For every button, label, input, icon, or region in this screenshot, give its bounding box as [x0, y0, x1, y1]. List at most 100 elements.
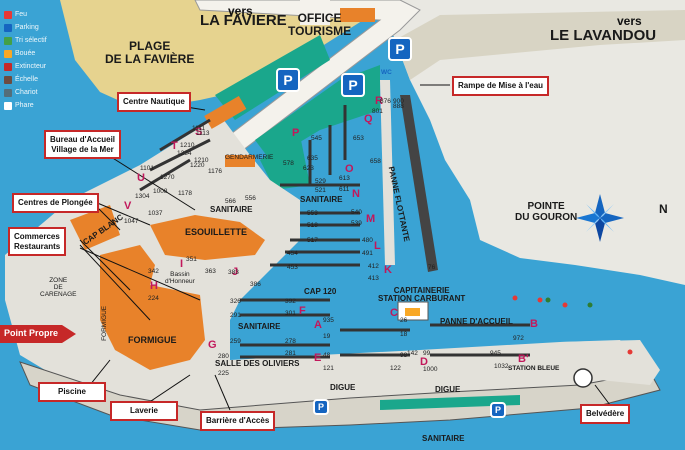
- legend-item-parking: Parking: [4, 21, 54, 34]
- legend-item-echelle: Échelle: [4, 73, 54, 86]
- berth-number: 121: [323, 365, 334, 372]
- pontoon-label-r: R: [375, 95, 383, 107]
- berth-number: 539: [351, 220, 362, 227]
- road-office: [300, 0, 330, 25]
- berth-number: 518: [307, 222, 318, 229]
- berth-number: 611: [339, 186, 350, 193]
- legend-swatch-chariot: [4, 88, 12, 97]
- buoys: [512, 295, 633, 355]
- legend-swatch-feu: [4, 10, 12, 19]
- berth-number: 383: [228, 269, 239, 276]
- berth-number: 623: [303, 165, 314, 172]
- legend-item-tri: Tri sélectif: [4, 34, 54, 47]
- digue-end: [560, 340, 660, 385]
- berth-number: 413: [368, 275, 379, 282]
- berth-number: 801: [372, 108, 383, 115]
- berth-number: 1008: [153, 188, 168, 195]
- pontoon-label-j: J: [232, 266, 239, 278]
- land-gouron: [380, 0, 685, 285]
- berth-number: 225: [218, 370, 229, 377]
- esquillette-label: ESOUILLETTE: [185, 227, 248, 237]
- berth-number: 280: [218, 353, 229, 360]
- berth-number: 281: [285, 350, 296, 357]
- pontoon-label-l: L: [374, 240, 381, 252]
- sanitaire-label-2: SANITAIRE: [238, 322, 281, 331]
- berth-number: 301: [285, 310, 296, 317]
- parking-area-3: [260, 135, 310, 190]
- zone-carenage-label: ZONE DE CARENAGE: [40, 277, 77, 298]
- berth-number: 392: [285, 298, 296, 305]
- building-cap-blanc: [70, 205, 120, 250]
- plage-faviere-label: PLAGE DE LA FAVIÈRE: [105, 39, 195, 66]
- berth-number: 1234: [177, 150, 192, 157]
- legend-swatch-parking: [4, 23, 12, 32]
- pontoon-label-g: G: [208, 339, 217, 351]
- pontoon-label-q: Q: [364, 113, 373, 125]
- callout-barriere: Barrière d'Accès: [200, 411, 276, 431]
- berth-number: 18: [400, 331, 408, 338]
- berth-number: 1270: [160, 174, 175, 181]
- berth-number: 1304: [135, 193, 150, 200]
- gendarmerie-label: GENDARMERIE: [225, 154, 274, 161]
- berth-number: 363: [205, 268, 216, 275]
- berth-number: 888: [393, 103, 404, 110]
- arrow-right-icon: [0, 325, 76, 343]
- parking-icon: P: [490, 402, 506, 418]
- la-faviere-label: LA FAVIERE: [200, 12, 287, 29]
- berth-number: 291: [230, 312, 241, 319]
- digue-label: DIGUE: [330, 383, 356, 392]
- legend-label: Extincteur: [15, 63, 47, 70]
- compass-rose: [576, 194, 624, 242]
- legend-item-extincteur: Extincteur: [4, 60, 54, 73]
- legend-label: Chariot: [15, 89, 38, 96]
- legend-swatch-extincteur: [4, 62, 12, 71]
- point-propre-arrow: Point Propre: [0, 323, 76, 345]
- salle-oliviers-label: SALLE DES OLIVIERS: [215, 359, 300, 368]
- pontoon-label-c: C: [390, 307, 398, 319]
- legend-swatch-echelle: [4, 75, 12, 84]
- berth-number: 259: [230, 338, 241, 345]
- legend-swatch-tri: [4, 36, 12, 45]
- wc-label: WC: [381, 69, 392, 76]
- legend-label: Échelle: [15, 76, 38, 83]
- pontoons: [139, 105, 530, 359]
- berth-number: 658: [370, 158, 381, 165]
- cap-120-label: CAP 120: [304, 287, 337, 296]
- berth-number: 480: [362, 237, 373, 244]
- parking-icon: P: [341, 73, 365, 97]
- berth-number: 556: [245, 195, 256, 202]
- callout-bureau-accueil: Bureau d'Accueil Village de la Mer: [44, 130, 122, 160]
- berth-number: 1210: [194, 157, 209, 164]
- legend-label: Tri sélectif: [15, 37, 47, 44]
- formigue-vertical-label: FORMIGUE: [101, 305, 109, 341]
- berth-number: 553: [307, 210, 318, 217]
- berth-number: 142: [407, 350, 418, 357]
- berth-number: 517: [307, 237, 318, 244]
- capitainerie-label: CAPITAINERIE STATION CARBURANT: [378, 286, 466, 304]
- pontoon-label-b-prime: B': [518, 353, 529, 365]
- berth-number: 521: [315, 187, 326, 194]
- pontoon-label-b: B: [530, 318, 538, 330]
- legend-label: Parking: [15, 24, 39, 31]
- callout-piscine: Piscine: [38, 382, 106, 402]
- green-buoys: [545, 297, 593, 308]
- pontoon-label-i: I: [180, 258, 184, 270]
- berth-number: 1111: [192, 125, 206, 132]
- berth-number: 453: [287, 264, 298, 271]
- legend-item-phare: Phare: [4, 99, 54, 112]
- berth-number: 900: [393, 98, 404, 105]
- berth-number: 98: [400, 352, 408, 359]
- berth-number: 454: [287, 250, 298, 257]
- pontoon-label-p: P: [292, 127, 300, 139]
- berth-number: 972: [513, 335, 524, 342]
- berth-number: 412: [368, 263, 379, 270]
- office-tourisme-label: OFFICE TOURISME: [288, 11, 352, 38]
- beach-faviere: [60, 0, 395, 110]
- berth-number: 1000: [423, 366, 438, 373]
- parking-icon: P: [388, 37, 412, 61]
- digue-label-2: DIGUE: [435, 385, 461, 394]
- belvedere-circle: [573, 368, 593, 388]
- berth-number: 635: [307, 155, 318, 162]
- pier-central: [220, 200, 300, 215]
- pontoon-label-n: N: [352, 188, 360, 200]
